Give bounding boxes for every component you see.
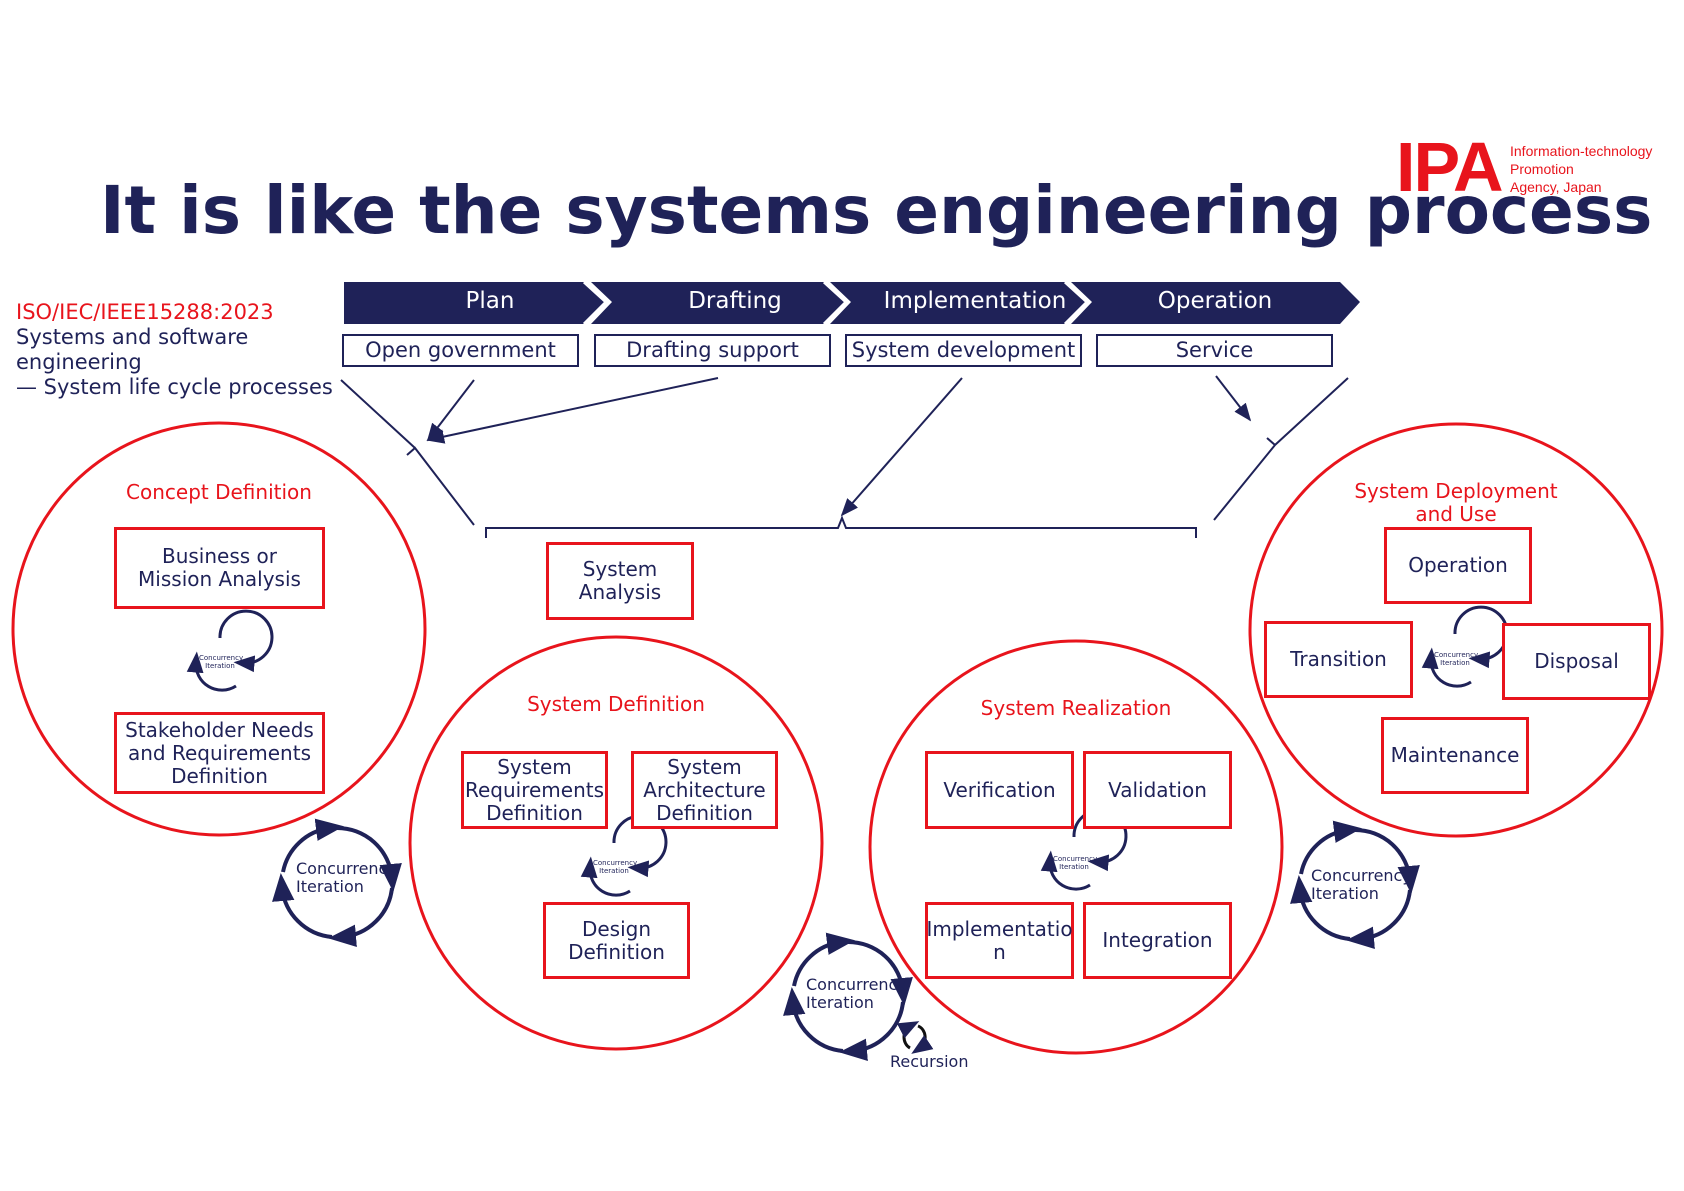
box-line: Architecture: [643, 777, 766, 802]
box-line: Definition: [486, 800, 583, 825]
sub-service: Service: [1096, 334, 1333, 367]
logo-line: Agency, Japan: [1510, 179, 1602, 195]
recursion-label: Recursion: [890, 1052, 969, 1071]
standard-code: ISO/IEC/IEEE15288:2023: [16, 300, 274, 324]
phase-implementation: Implementation: [883, 288, 1067, 314]
standard-line: — System life cycle processes: [16, 375, 333, 399]
box-line: and Requirements: [127, 740, 311, 765]
box-line: Design: [581, 916, 652, 941]
box-transition: Transition: [1264, 621, 1413, 698]
box-line: Stakeholder Needs: [125, 717, 314, 742]
ipa-logo-text: Information-technology Promotion Agency,…: [1510, 142, 1652, 196]
system-realization-title: System Realization: [980, 696, 1172, 720]
standard-line: Systems and software: [16, 325, 249, 349]
phase-plan: Plan: [465, 288, 515, 314]
phase-chevron-operation: [1071, 282, 1360, 324]
cycle-small-deployment: [1421, 605, 1509, 688]
box-line: Definition: [568, 939, 665, 964]
logo-line: Promotion: [1510, 161, 1574, 177]
sub-open-government: Open government: [342, 334, 579, 367]
system-definition-title: System Definition: [527, 692, 705, 716]
concept-circle: [11, 421, 427, 837]
logo-line: Information-technology: [1510, 143, 1653, 159]
standard-line: engineering: [16, 350, 142, 374]
phase-operation: Operation: [1157, 288, 1273, 314]
box-line: System: [667, 754, 742, 779]
sub-system-development: System development: [845, 334, 1082, 367]
box-line: n: [993, 939, 1006, 964]
recursion-icon: [896, 1021, 934, 1054]
box-line: System: [582, 557, 658, 581]
sub-drafting-support: Drafting support: [594, 334, 831, 367]
box-line: System: [497, 754, 572, 779]
phase-chevron-implementation: [830, 282, 1087, 324]
box-disposal: Disposal: [1502, 623, 1651, 700]
box-line: Mission Analysis: [138, 567, 301, 591]
box-verification: Verification: [925, 751, 1074, 829]
box-line: Analysis: [578, 580, 662, 604]
phase-chevron-plan: [344, 282, 606, 324]
box-line: Business or: [161, 544, 277, 568]
box-operation: Operation: [1384, 527, 1532, 604]
phase-drafting: Drafting: [688, 288, 782, 314]
phase-chevron-drafting: [591, 282, 846, 324]
realization-circle: [868, 639, 1284, 1055]
phase-chevron-bar: [344, 280, 1360, 326]
box-integration: Integration: [1083, 902, 1232, 979]
box-line: Requirements: [464, 777, 605, 802]
deployment-circle: [1248, 422, 1664, 838]
cycle-realization-deployment: [1290, 820, 1420, 949]
page-title: It is like the systems engineering proce…: [100, 172, 1653, 249]
box-line: Implementatio: [926, 916, 1073, 941]
cycle-small-concept: [186, 609, 274, 692]
ipa-logo: IPA: [1396, 128, 1503, 206]
standard-reference: ISO/IEC/IEEE15288:2023 Systems and softw…: [16, 300, 333, 400]
concept-definition-title: Concept Definition: [126, 480, 312, 504]
box-line: Definition: [171, 763, 268, 788]
cycle-definition-realization: [783, 932, 913, 1061]
box-validation: Validation: [1083, 751, 1232, 829]
box-maintenance: Maintenance: [1381, 717, 1529, 794]
cycle-concept-definition: [272, 818, 402, 947]
box-line: Definition: [656, 800, 753, 825]
definition-circle: [408, 635, 824, 1051]
